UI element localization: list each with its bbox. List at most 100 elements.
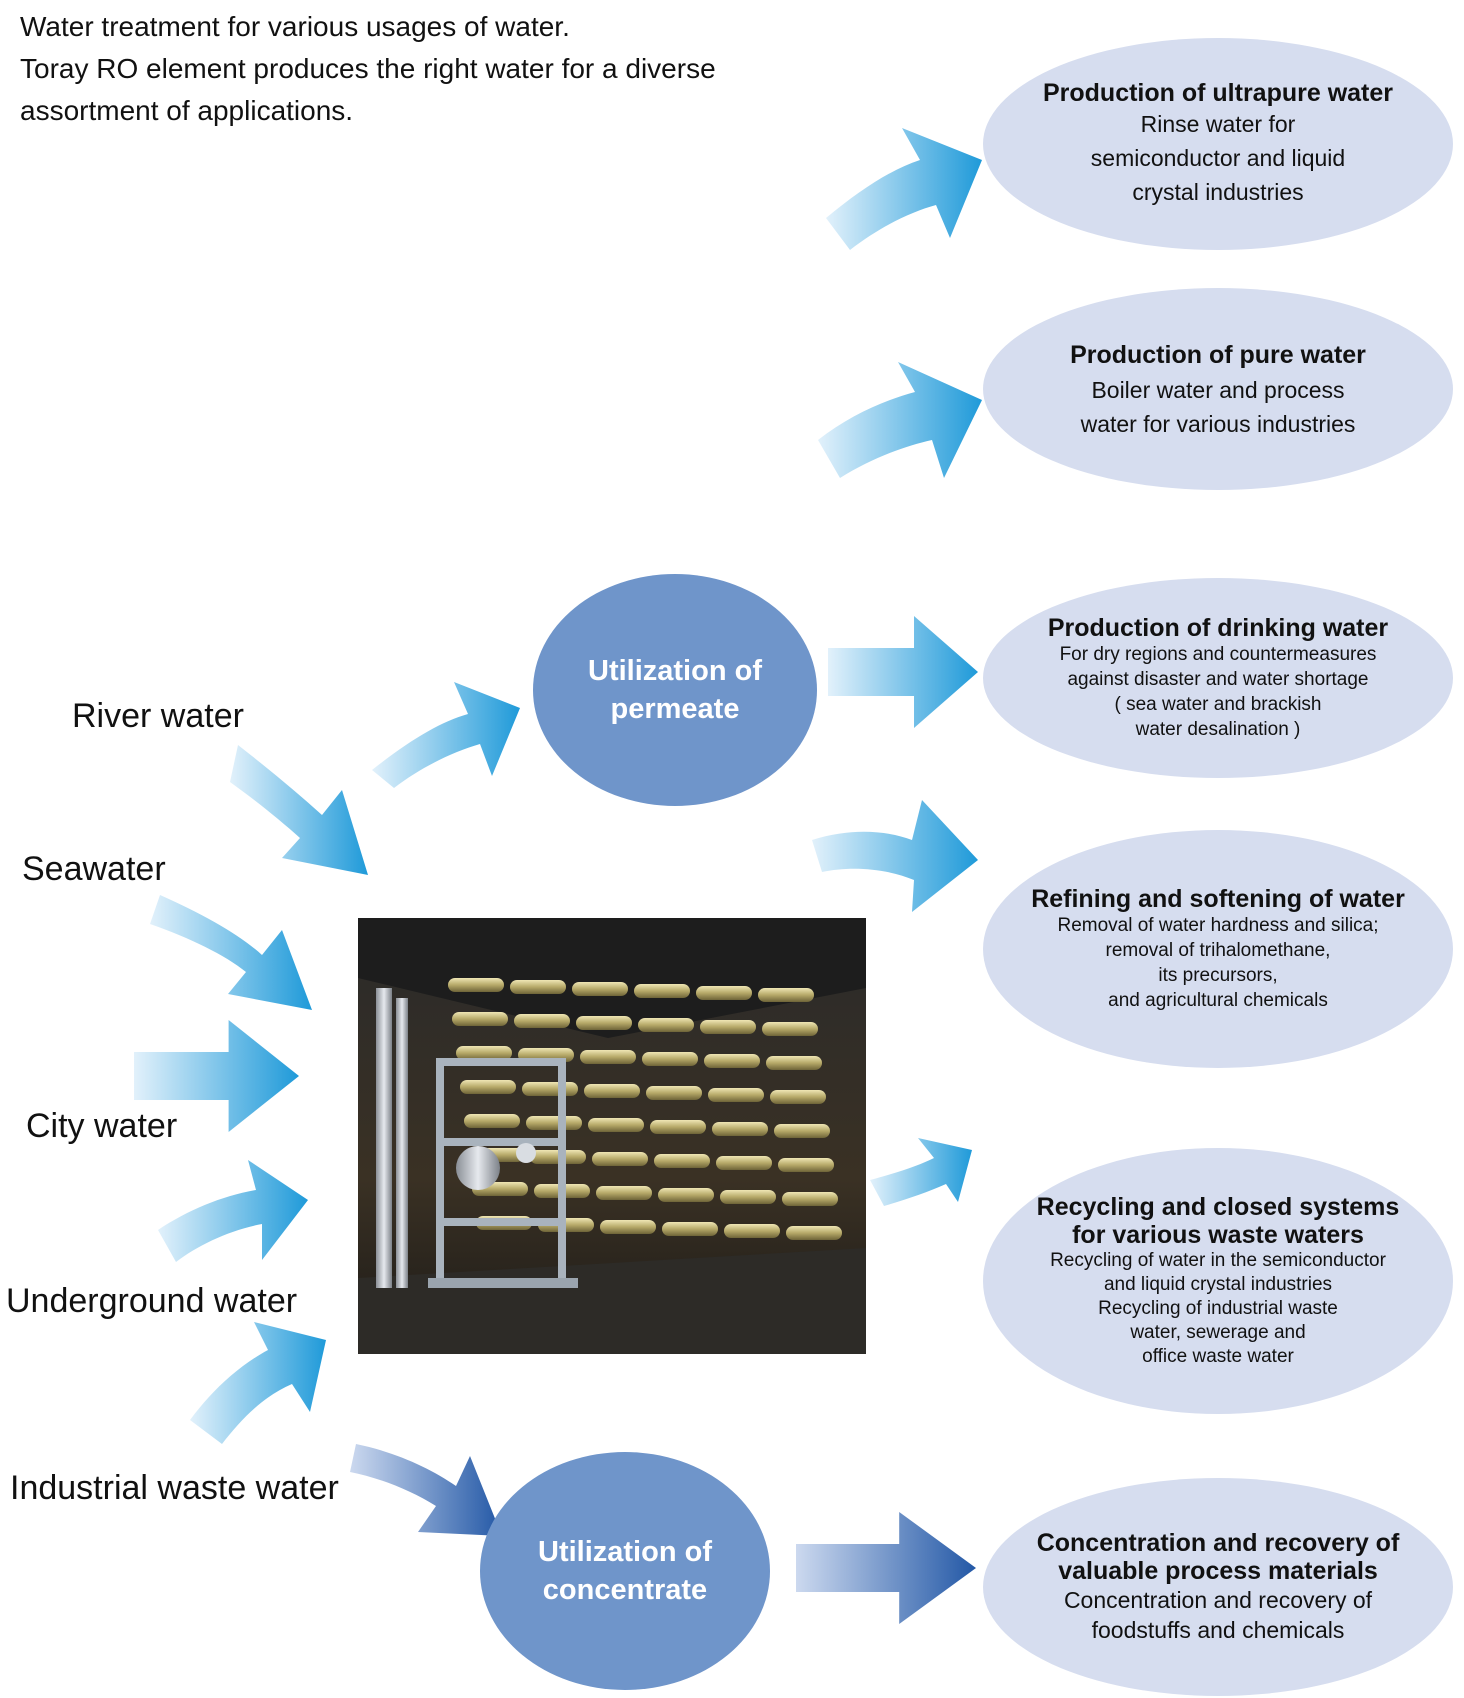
app-desc: water, sewerage and bbox=[1130, 1322, 1306, 1343]
ro-element-tube bbox=[576, 1016, 632, 1030]
ro-element-tube bbox=[572, 982, 628, 996]
arrow-industrial-icon bbox=[190, 1322, 326, 1444]
ro-element-tube bbox=[716, 1156, 772, 1170]
ro-element-tube bbox=[708, 1088, 764, 1102]
app-drinking-water: Production of drinking water For dry reg… bbox=[983, 578, 1453, 778]
app-title: Refining and softening of water bbox=[1031, 885, 1405, 913]
app-desc: foodstuffs and chemicals bbox=[1091, 1617, 1345, 1643]
ro-element-tube bbox=[642, 1052, 698, 1066]
intro-text: Water treatment for various usages of wa… bbox=[20, 6, 716, 132]
app-concentration-recovery: Concentration and recovery of valuable p… bbox=[983, 1478, 1453, 1696]
ro-element-tube bbox=[596, 1186, 652, 1200]
ro-element-tube bbox=[584, 1084, 640, 1098]
arrow-underground-icon bbox=[158, 1160, 308, 1262]
ro-element-tube bbox=[448, 978, 504, 992]
ro-element-tube bbox=[704, 1054, 760, 1068]
arrow-city-water-icon bbox=[134, 1020, 299, 1132]
ro-element-tube bbox=[696, 986, 752, 1000]
app-desc: its precursors, bbox=[1158, 965, 1278, 986]
ro-element-tube bbox=[452, 1012, 508, 1026]
app-desc: Concentration and recovery of bbox=[1063, 1587, 1373, 1613]
intro-line: Toray RO element produces the right wate… bbox=[20, 53, 716, 84]
app-title: for various waste waters bbox=[1072, 1221, 1364, 1249]
ro-element-tube bbox=[464, 1114, 520, 1128]
arrow-river-icon bbox=[230, 745, 368, 875]
app-ultrapure-water: Production of ultrapure water Rinse wate… bbox=[983, 38, 1453, 250]
app-desc: Removal of water hardness and silica; bbox=[1057, 915, 1379, 936]
ro-element-tube bbox=[724, 1224, 780, 1238]
app-desc: removal of trihalomethane, bbox=[1105, 940, 1331, 961]
arrow-to-recycling-icon bbox=[870, 1138, 972, 1206]
ro-element-tube bbox=[662, 1222, 718, 1236]
intro-line: Water treatment for various usages of wa… bbox=[20, 11, 570, 42]
ro-element-tube bbox=[770, 1090, 826, 1104]
ro-element-tube bbox=[778, 1158, 834, 1172]
app-title: Recycling and closed systems bbox=[1036, 1193, 1400, 1221]
app-title: Production of drinking water bbox=[1047, 614, 1389, 642]
ro-element-tube bbox=[580, 1050, 636, 1064]
app-pure-water: Production of pure water Boiler water an… bbox=[983, 288, 1453, 490]
ro-element-tube bbox=[588, 1118, 644, 1132]
ro-element-tube bbox=[514, 1014, 570, 1028]
ro-element-tube bbox=[638, 1018, 694, 1032]
app-desc: water desalination ) bbox=[1135, 719, 1301, 740]
ro-element-tube bbox=[510, 980, 566, 994]
hub-utilization-of-permeate: Utilization of permeate bbox=[533, 574, 817, 806]
app-title: Concentration and recovery of bbox=[1036, 1529, 1400, 1557]
app-desc: office waste water bbox=[1142, 1346, 1294, 1367]
app-desc: and agricultural chemicals bbox=[1108, 990, 1328, 1011]
arrow-to-ultrapure-icon bbox=[826, 128, 982, 250]
arrow-seawater-icon bbox=[150, 895, 312, 1010]
app-desc: Recycling of water in the semiconductor bbox=[1050, 1250, 1386, 1271]
ro-element-tube bbox=[782, 1192, 838, 1206]
app-desc: Recycling of industrial waste bbox=[1098, 1298, 1338, 1319]
arrow-to-refining-icon bbox=[812, 800, 978, 912]
app-desc: and liquid crystal industries bbox=[1103, 1274, 1333, 1295]
ro-element-tube bbox=[774, 1124, 830, 1138]
ro-element-tube bbox=[526, 1116, 582, 1130]
ro-element-tube bbox=[654, 1154, 710, 1168]
source-industrial-waste-water: Industrial waste water bbox=[10, 1469, 339, 1507]
ro-element-tube bbox=[460, 1080, 516, 1094]
app-desc: crystal industries bbox=[1132, 179, 1304, 205]
arrow-to-permeate-icon bbox=[372, 682, 520, 788]
source-seawater: Seawater bbox=[22, 850, 166, 888]
ro-element-tube bbox=[762, 1022, 818, 1036]
arrow-to-concentrate-icon bbox=[350, 1444, 502, 1536]
ro-plant-illustration bbox=[358, 918, 866, 1354]
intro-line: assortment of applications. bbox=[20, 95, 354, 126]
ro-element-tube bbox=[600, 1220, 656, 1234]
ro-element-tube bbox=[766, 1056, 822, 1070]
ro-element-tube bbox=[646, 1086, 702, 1100]
ro-element-tube bbox=[634, 984, 690, 998]
ro-element-tube bbox=[700, 1020, 756, 1034]
app-desc: water for various industries bbox=[1080, 411, 1356, 437]
ro-element-tube bbox=[712, 1122, 768, 1136]
app-recycling-closed-systems: Recycling and closed systems for various… bbox=[983, 1148, 1453, 1414]
app-desc: ( sea water and brackish bbox=[1114, 694, 1322, 715]
app-title: valuable process materials bbox=[1058, 1557, 1378, 1585]
app-desc: Rinse water for bbox=[1140, 111, 1296, 137]
ro-plant-photo bbox=[358, 918, 866, 1354]
ro-element-tube bbox=[650, 1120, 706, 1134]
source-river-water: River water bbox=[72, 697, 244, 735]
ro-element-tube bbox=[786, 1226, 842, 1240]
hub-utilization-of-concentrate: Utilization of concentrate bbox=[480, 1452, 770, 1690]
app-desc: Boiler water and process bbox=[1091, 377, 1345, 403]
source-underground-water: Underground water bbox=[6, 1282, 298, 1320]
hub-label: concentrate bbox=[542, 1574, 708, 1606]
hub-label: Utilization of bbox=[588, 655, 762, 687]
arrow-to-pure-water-icon bbox=[818, 362, 982, 478]
arrow-to-drinking-water-icon bbox=[828, 616, 978, 728]
app-desc: against disaster and water shortage bbox=[1067, 669, 1369, 690]
ro-element-tube bbox=[592, 1152, 648, 1166]
app-desc: semiconductor and liquid bbox=[1090, 145, 1346, 171]
ro-element-tube bbox=[720, 1190, 776, 1204]
app-title: Production of pure water bbox=[1070, 341, 1366, 369]
app-title: Production of ultrapure water bbox=[1042, 79, 1394, 107]
source-city-water: City water bbox=[26, 1107, 178, 1145]
ro-element-tube bbox=[658, 1188, 714, 1202]
arrow-to-concentration-recovery-icon bbox=[796, 1512, 976, 1624]
hub-label: permeate bbox=[610, 693, 740, 725]
